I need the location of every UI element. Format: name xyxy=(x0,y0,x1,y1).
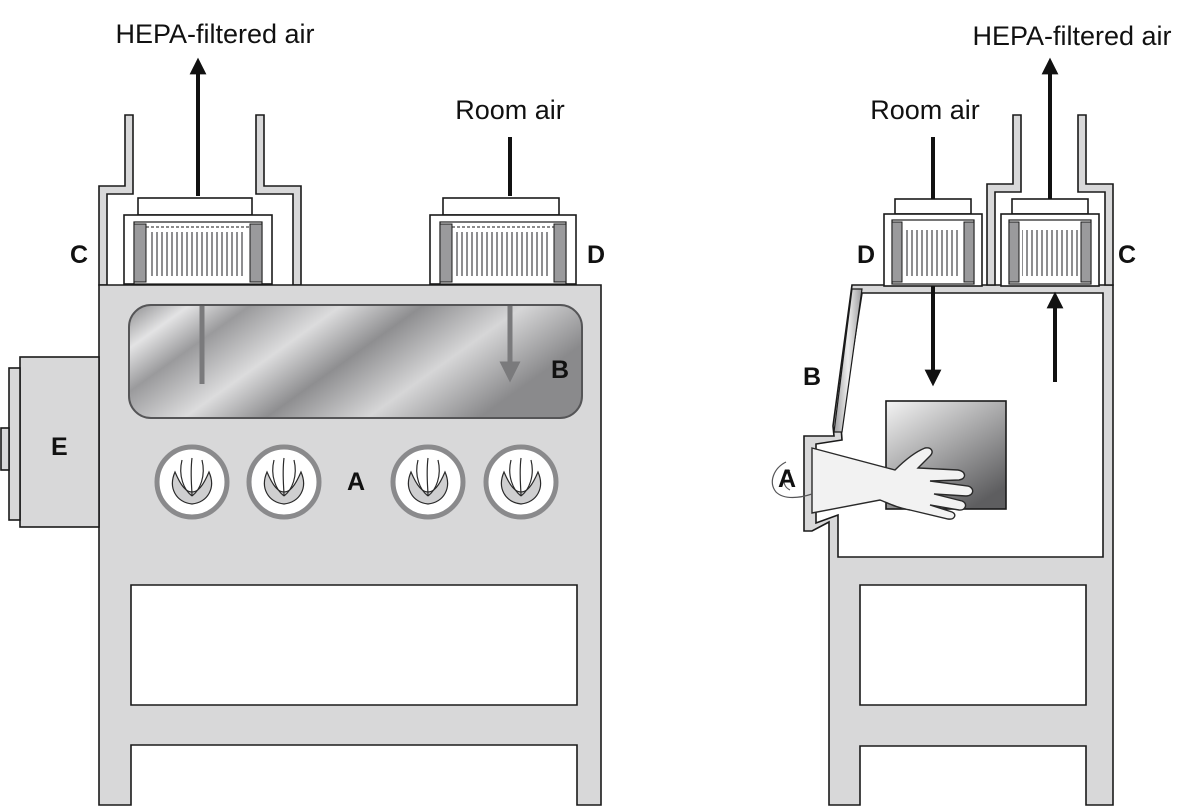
side-intake-label: Room air xyxy=(870,95,980,125)
front-intake-label: Room air xyxy=(455,95,565,125)
side-window-glass xyxy=(833,288,863,433)
side-glove-arm xyxy=(771,447,974,520)
side-intake-filter xyxy=(883,198,983,287)
side-label-d: D xyxy=(857,241,875,269)
front-label-a: A xyxy=(347,468,365,496)
side-label-a: A xyxy=(778,465,796,493)
front-exhaust-filter xyxy=(123,197,273,285)
front-label-b: B xyxy=(551,356,569,384)
front-glove-ports xyxy=(154,444,559,520)
glove-port[interactable] xyxy=(246,444,322,520)
side-view: HEPA-filtered air Room air D C B A xyxy=(771,21,1172,806)
glove-port[interactable] xyxy=(154,444,230,520)
side-exhaust-label: HEPA-filtered air xyxy=(972,21,1171,51)
front-exhaust-label: HEPA-filtered air xyxy=(115,19,314,49)
glove-port[interactable] xyxy=(483,444,559,520)
side-label-c: C xyxy=(1118,241,1136,269)
side-cabinet-wall xyxy=(803,284,1114,806)
front-view: HEPA-filtered air Room air C D B E A xyxy=(0,19,605,806)
front-viewing-window xyxy=(128,304,583,419)
front-label-e: E xyxy=(51,433,68,461)
side-label-b: B xyxy=(803,363,821,391)
front-intake-filter xyxy=(429,197,577,285)
front-label-d: D xyxy=(587,241,605,269)
front-label-c: C xyxy=(70,241,88,269)
side-exhaust-filter xyxy=(1000,198,1100,287)
glove-port[interactable] xyxy=(390,444,466,520)
front-pass-through-box xyxy=(0,356,100,528)
side-exhaust-duct xyxy=(986,114,1114,286)
